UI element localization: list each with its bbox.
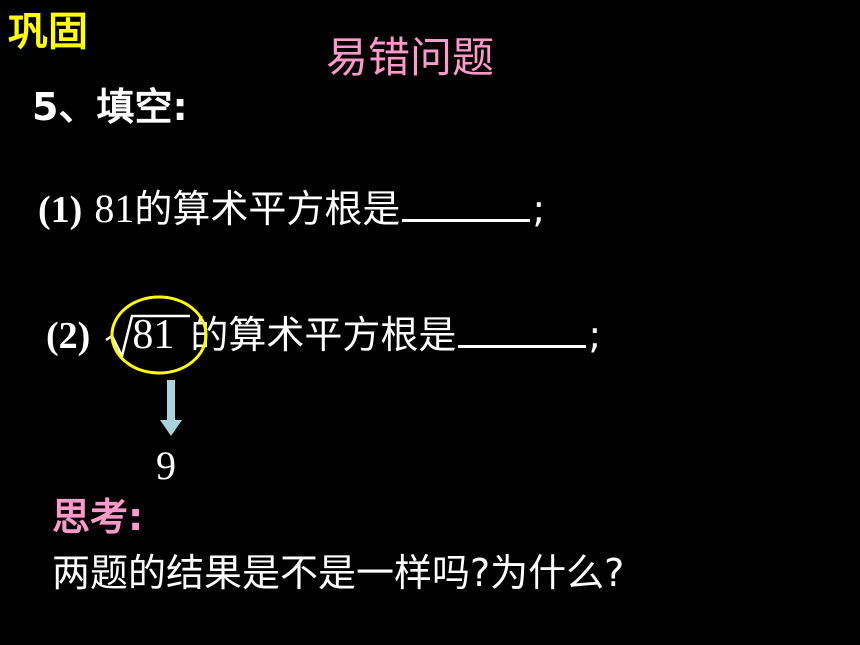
item-1-value: 81 bbox=[94, 186, 135, 231]
item-1-end: ; bbox=[532, 187, 546, 231]
item-1-blank bbox=[402, 185, 531, 222]
radical-sign-icon bbox=[105, 314, 191, 360]
down-arrow-icon bbox=[160, 380, 182, 436]
slide-title: 易错问题 bbox=[326, 33, 495, 82]
answer-value: 9 bbox=[156, 443, 176, 488]
item-2-radicand: 81 bbox=[132, 312, 175, 358]
slide-tag: 巩固 bbox=[8, 9, 88, 55]
question-item-2: (2) 81 的算术平方根是; bbox=[46, 310, 601, 361]
question-heading: 5、填空: bbox=[32, 85, 188, 129]
question-item-1: (1) 81的算术平方根是; bbox=[38, 184, 545, 235]
item-2-index: (2) bbox=[46, 315, 91, 357]
item-1-index: (1) bbox=[38, 189, 83, 231]
sqrt-expression: 81 bbox=[102, 310, 191, 360]
item-1-text: 的算术平方根是 bbox=[134, 187, 401, 231]
item-2-blank bbox=[458, 311, 587, 348]
highlight-circle-icon bbox=[110, 295, 208, 375]
item-2-end: ; bbox=[588, 313, 602, 357]
think-question: 两题的结果是不是一样吗?为什么? bbox=[52, 551, 625, 595]
item-2-text: 的算术平方根是 bbox=[190, 313, 457, 357]
think-label: 思考: bbox=[52, 495, 144, 539]
